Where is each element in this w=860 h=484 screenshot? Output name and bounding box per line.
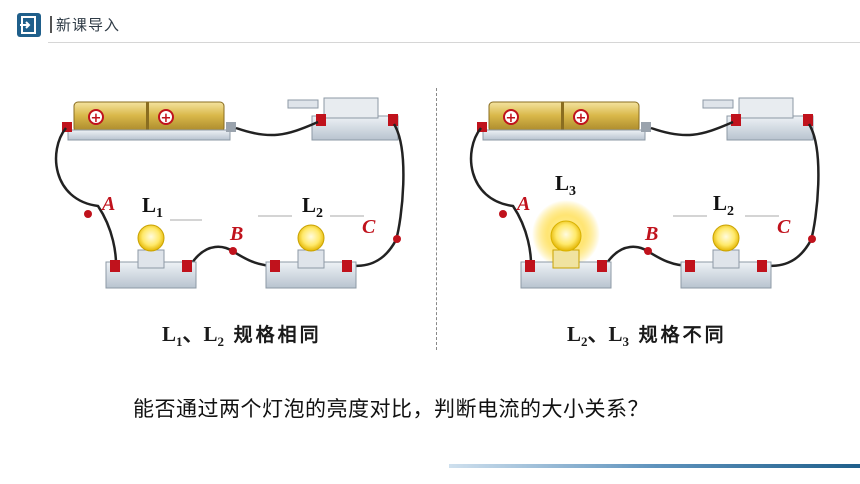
exit-door-icon[interactable]: [17, 13, 41, 37]
caption-same-spec: L1、L2 规格相同: [162, 322, 322, 350]
lamp-l3-label: L3: [555, 171, 576, 199]
caption-different-spec: L2、L3 规格不同: [567, 322, 727, 350]
node-c-label: C: [777, 216, 791, 238]
battery-pack: + +: [62, 101, 236, 141]
circuit-diagram-same-spec: + + A B C L1 L2: [54, 97, 405, 289]
lamp-l2-label: L2: [302, 193, 323, 221]
switch: [702, 97, 814, 141]
slide-header: 新课导入: [0, 0, 860, 44]
lamp-l3: [520, 200, 612, 289]
svg-text:+: +: [576, 111, 587, 126]
lamp-l2: [680, 224, 772, 289]
node-a-label: A: [100, 193, 115, 215]
header-separator: [50, 16, 52, 33]
question-text: 能否通过两个灯泡的亮度对比，判断电流的大小关系？: [133, 397, 649, 421]
svg-text:+: +: [161, 111, 172, 126]
bottom-accent-bar: [449, 464, 860, 468]
node-b-label: B: [229, 223, 243, 245]
lamp-l2: [265, 224, 357, 289]
svg-text:+: +: [91, 111, 102, 126]
lamp-l1-label: L1: [142, 193, 163, 221]
node-a-label: A: [515, 193, 530, 215]
node-b-label: B: [644, 223, 658, 245]
header-rule: [48, 42, 860, 43]
circuit-diagram-different-spec: + + A B C L3 L2: [469, 97, 820, 289]
battery-pack: + +: [477, 101, 651, 141]
svg-text:+: +: [506, 111, 517, 126]
lamp-l2-label: L2: [713, 191, 734, 219]
node-c-label: C: [362, 216, 376, 238]
dashed-divider: [436, 88, 437, 350]
section-title: 新课导入: [56, 16, 121, 34]
switch: [287, 97, 399, 141]
lamp-l1: [105, 224, 197, 289]
